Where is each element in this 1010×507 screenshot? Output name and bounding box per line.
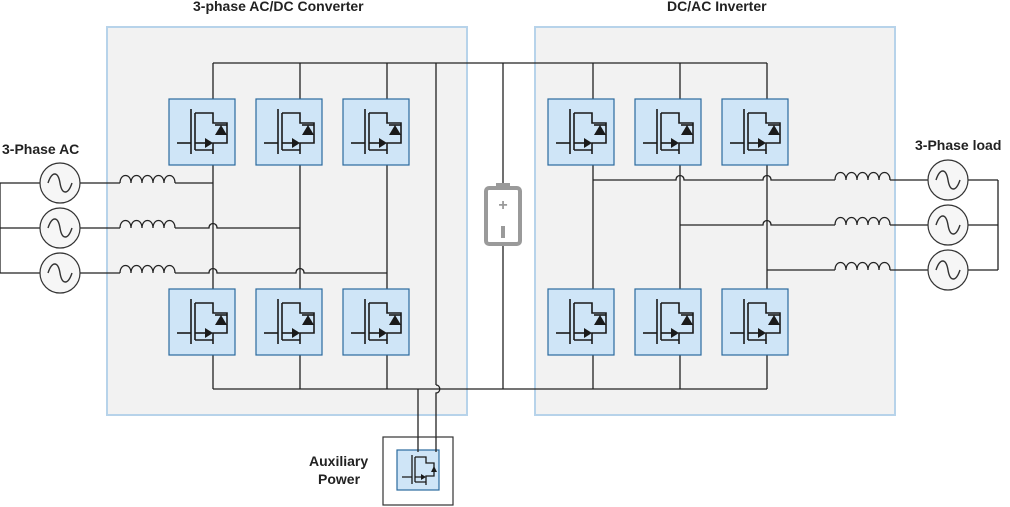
- inverter-switch-1: [547, 98, 615, 166]
- ac-source-2-icon: [39, 207, 81, 249]
- load-wires: [593, 174, 999, 271]
- ac-source-1-icon: [39, 162, 81, 204]
- ac-source-wires: [0, 182, 387, 274]
- converter-switch-3: [342, 98, 410, 166]
- converter-switch-5: [255, 288, 323, 356]
- auxiliary-power-box: [382, 436, 454, 506]
- inverter-switch-6: [721, 288, 789, 356]
- converter-title: 3-phase AC/DC Converter: [193, 0, 364, 14]
- inverter-switch-4: [547, 288, 615, 356]
- converter-switch-4: [168, 288, 236, 356]
- converter-switch-6: [342, 288, 410, 356]
- inverter-switch-5: [634, 288, 702, 356]
- load-1-icon: [927, 159, 969, 201]
- source-label: 3-Phase AC: [2, 141, 80, 157]
- aux-label-line2: Power: [318, 471, 361, 487]
- load-2-icon: [927, 204, 969, 246]
- inverter-title: DC/AC Inverter: [667, 0, 767, 14]
- battery-icon: +: [484, 183, 522, 246]
- ac-source-3-icon: [39, 252, 81, 294]
- battery-plus: +: [498, 197, 507, 214]
- converter-switch-1: [168, 98, 236, 166]
- load-3-icon: [927, 249, 969, 291]
- inverter-switch-3: [721, 98, 789, 166]
- converter-switch-2: [255, 98, 323, 166]
- aux-label-line1: Auxiliary: [309, 453, 369, 469]
- load-label: 3-Phase load: [915, 137, 1002, 153]
- inverter-panel: [534, 26, 896, 416]
- inverter-switch-2: [634, 98, 702, 166]
